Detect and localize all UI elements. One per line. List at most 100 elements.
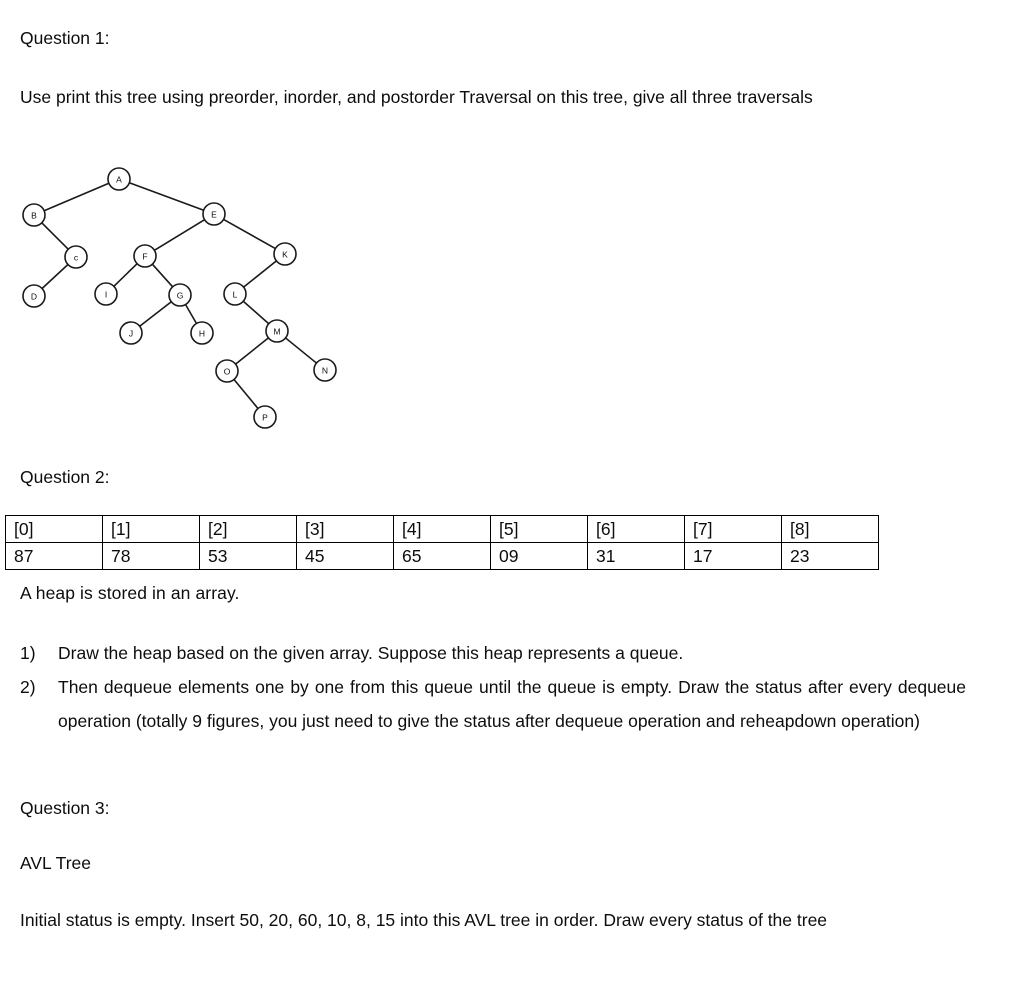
list-item-text: Then dequeue elements one by one from th… <box>58 677 966 731</box>
tree-node-circle-A <box>107 167 131 191</box>
list-item: 1)Draw the heap based on the given array… <box>20 636 966 670</box>
tree-node-N: N <box>313 358 337 382</box>
question-1-prompt: Use print this tree using preorder, inor… <box>20 87 813 107</box>
table-row-indices: [0][1][2][3][4][5][6][7][8] <box>5 515 879 543</box>
tree-edge-E-K <box>222 218 277 250</box>
array-index-cell-2: [2] <box>199 515 297 543</box>
array-value-cell-3: 45 <box>296 542 394 570</box>
tree-node-label-G: G <box>177 291 184 301</box>
tree-edge-B-C <box>40 221 70 251</box>
array-value-cell-6: 31 <box>587 542 685 570</box>
tree-node-circle-B <box>22 203 46 227</box>
tree-node-H: H <box>190 321 214 345</box>
tree-node-circle-H <box>190 321 214 345</box>
array-index-cell-3: [3] <box>296 515 394 543</box>
tree-node-L: L <box>223 282 247 306</box>
tree-node-circle-J <box>119 321 143 345</box>
tree-node-label-O: O <box>224 367 231 377</box>
tree-node-F: F <box>133 244 157 268</box>
tree-node-circle-M <box>265 319 289 343</box>
question-2-task-list: 1)Draw the heap based on the given array… <box>20 636 966 738</box>
tree-node-circle-I <box>94 282 118 306</box>
tree-node-label-F: F <box>142 252 147 262</box>
tree-node-circle-F <box>133 244 157 268</box>
tree-edge-A-B <box>43 182 110 212</box>
tree-node-I: I <box>94 282 118 306</box>
tree-edge-group <box>40 181 318 410</box>
tree-edge-O-P <box>233 378 259 410</box>
tree-node-label-E: E <box>211 210 217 220</box>
array-index-cell-1: [1] <box>102 515 200 543</box>
array-index-cell-7: [7] <box>684 515 782 543</box>
question-3-prompt: Initial status is empty. Insert 50, 20, … <box>20 910 828 930</box>
tree-node-circle-K <box>273 242 297 266</box>
tree-node-label-A: A <box>116 175 122 185</box>
tree-node-O: O <box>215 359 239 383</box>
tree-edge-F-I <box>113 262 138 288</box>
tree-node-P: P <box>253 405 277 429</box>
tree-edge-M-O <box>234 337 270 365</box>
tree-node-label-J: J <box>129 329 133 339</box>
heap-array-caption: A heap is stored in an array. <box>20 583 240 603</box>
question-3-subheading: AVL Tree <box>20 853 92 873</box>
tree-node-M: M <box>265 319 289 343</box>
tree-node-label-K: K <box>282 250 288 260</box>
tree-node-circle-C <box>64 245 88 269</box>
array-index-cell-8: [8] <box>781 515 879 543</box>
question-1-heading: Question 1: <box>20 28 110 48</box>
tree-node-A: A <box>107 167 131 191</box>
tree-node-label-C: c <box>74 253 79 263</box>
tree-edge-K-L <box>242 260 278 288</box>
array-value-cell-7: 17 <box>684 542 782 570</box>
tree-node-G: G <box>168 283 192 307</box>
tree-node-label-H: H <box>199 329 205 339</box>
tree-node-circle-L <box>223 282 247 306</box>
tree-svg-canvas: A B Ec F K D I G L J H M O N P <box>22 167 337 429</box>
tree-edge-G-J <box>138 300 173 328</box>
tree-node-label-B: B <box>31 211 37 221</box>
array-index-cell-0: [0] <box>5 515 103 543</box>
tree-edge-M-N <box>284 337 318 364</box>
tree-node-circle-D <box>22 284 46 308</box>
tree-edge-L-M <box>242 300 270 325</box>
question-2-heading: Question 2: <box>20 467 110 487</box>
question-3-heading: Question 3: <box>20 798 110 818</box>
list-item-text: Draw the heap based on the given array. … <box>58 643 684 663</box>
tree-edge-A-E <box>128 181 205 212</box>
array-value-cell-1: 78 <box>102 542 200 570</box>
tree-edge-F-G <box>151 263 174 288</box>
tree-node-label-M: M <box>273 327 280 337</box>
tree-node-group: A B Ec F K D I G L J H M O N P <box>22 167 337 429</box>
tree-node-circle-P <box>253 405 277 429</box>
tree-node-label-D: D <box>31 292 37 302</box>
array-value-cell-0: 87 <box>5 542 103 570</box>
tree-node-circle-G <box>168 283 192 307</box>
array-index-cell-4: [4] <box>393 515 491 543</box>
tree-node-J: J <box>119 321 143 345</box>
array-index-cell-5: [5] <box>490 515 588 543</box>
list-item-marker: 2) <box>20 677 36 697</box>
array-value-cell-4: 65 <box>393 542 491 570</box>
tree-node-K: K <box>273 242 297 266</box>
tree-node-circle-N <box>313 358 337 382</box>
tree-node-E: E <box>202 202 226 226</box>
tree-node-C: c <box>64 245 88 269</box>
tree-node-label-L: L <box>233 290 238 300</box>
tree-edge-G-H <box>184 303 198 325</box>
tree-node-B: B <box>22 203 46 227</box>
list-item: 2) Then dequeue elements one by one from … <box>20 670 966 738</box>
tree-node-D: D <box>22 284 46 308</box>
array-value-cell-8: 23 <box>781 542 879 570</box>
array-value-cell-5: 09 <box>490 542 588 570</box>
array-value-cell-2: 53 <box>199 542 297 570</box>
tree-node-circle-E <box>202 202 226 226</box>
tree-node-label-I: I <box>105 290 107 300</box>
tree-node-label-P: P <box>262 413 268 423</box>
tree-edge-C-D <box>41 263 69 290</box>
array-index-cell-6: [6] <box>587 515 685 543</box>
tree-node-circle-O <box>215 359 239 383</box>
